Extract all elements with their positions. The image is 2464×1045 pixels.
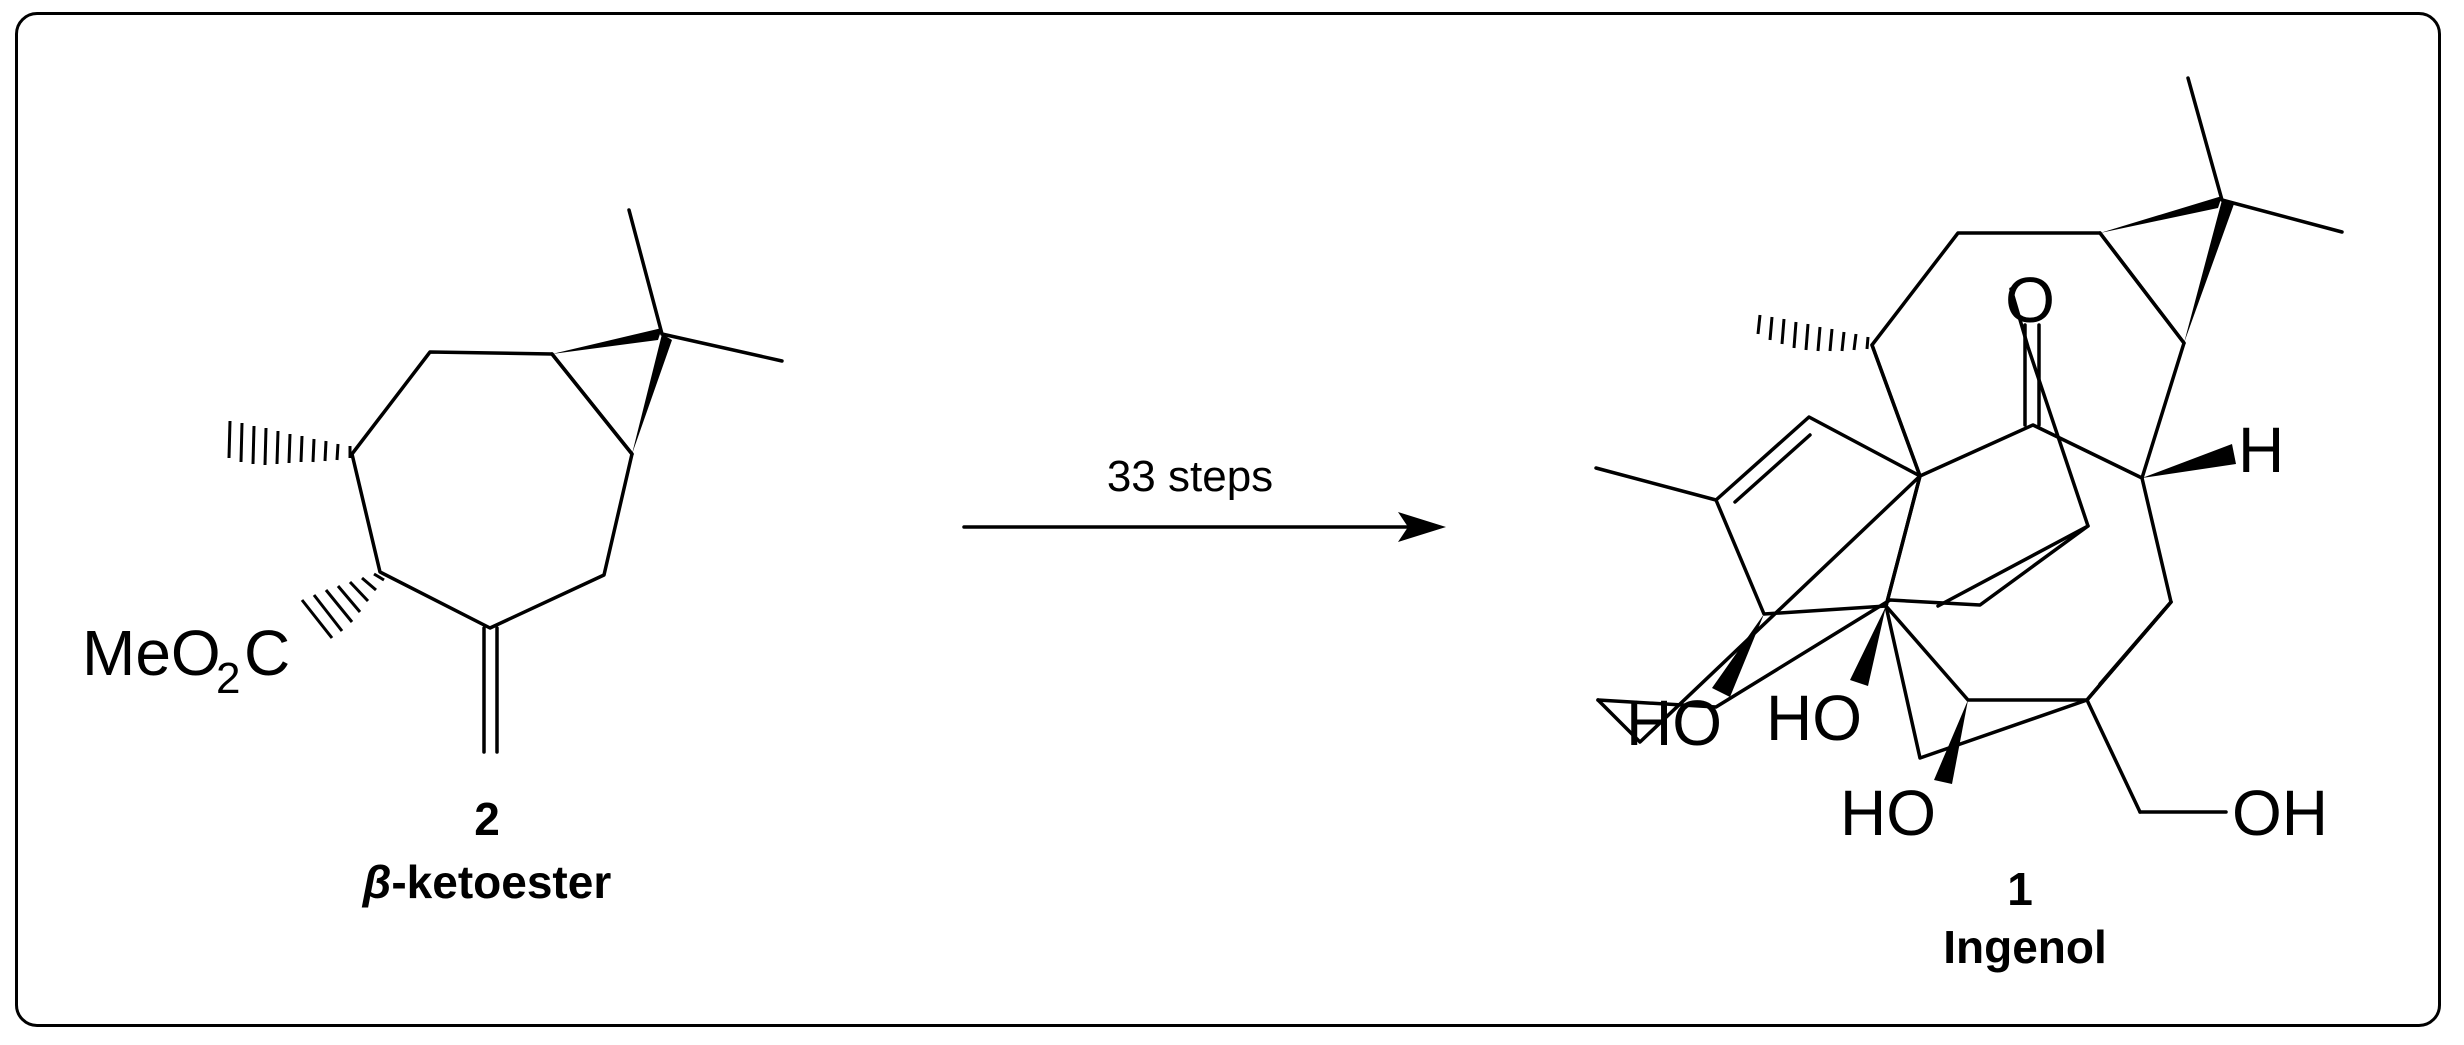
product-oh-left-label: HO — [1626, 687, 1722, 759]
product-wedge-oh-left — [1712, 614, 1764, 697]
reactant-structure: MeO 2 C — [82, 208, 784, 754]
product-ketone-o-label: O — [2005, 264, 2055, 336]
product-vinyl-methyl — [1594, 466, 1718, 502]
product-hydroxymethyl-1 — [2085, 698, 2142, 814]
arrow-label: 33 steps — [1107, 452, 1273, 501]
product-wedge-oh-bottom — [1934, 700, 1968, 784]
reactant-methyl-up — [627, 208, 664, 336]
reactant-name-rest: -ketoester — [391, 856, 611, 908]
product-cycloheptene-double-2 — [2098, 608, 2166, 686]
product-oh-bottom-label: HO — [1840, 777, 1936, 849]
ester-label-subscript: 2 — [216, 654, 240, 703]
product-wedge-oh-mid — [1850, 606, 1886, 686]
reactant-name-symbol: β — [362, 856, 392, 908]
scheme-frame — [15, 12, 2441, 1027]
reactant-methyl-right — [660, 332, 784, 363]
product-methyl-up — [2186, 76, 2224, 202]
product-cyclopentene-double — [1733, 433, 1812, 504]
product-hashed-methyl — [1756, 314, 1870, 352]
product-upper-ring — [1870, 231, 2186, 480]
product-oh-mid-label: HO — [1766, 682, 1862, 754]
product-oh-right-label: OH — [2232, 777, 2328, 849]
reactant-name: β-ketoester — [362, 856, 612, 908]
reactant-hashed-methyl — [227, 420, 352, 466]
product-cyclopentene — [1714, 415, 1922, 616]
reactant-ring — [350, 350, 634, 630]
ester-label-tail: C — [244, 617, 290, 689]
product-cyclopropane-wedge-2 — [2184, 200, 2234, 343]
ester-label-main: MeO — [82, 617, 221, 689]
product-cyclopropane-bond — [2098, 231, 2186, 345]
product-bond-chain-1 — [1596, 287, 2090, 709]
reaction-arrow-head — [1398, 512, 1446, 542]
product-name: Ingenol — [1943, 921, 2107, 973]
reactant-number: 2 — [474, 793, 500, 845]
product-bond-chain-4 — [1884, 423, 2173, 760]
product-bond-chain-2 — [1936, 524, 2090, 608]
reactant-hashed-ester — [300, 572, 385, 639]
product-methyl-right — [2220, 198, 2344, 234]
reactant-cyclopropane-wedge-2 — [632, 334, 672, 454]
reactant-cyclopropane-wedge-1 — [552, 328, 662, 354]
product-wedge-h — [2142, 444, 2236, 478]
product-number: 1 — [2007, 863, 2033, 915]
product-structure: O H HO HO HO OH — [1594, 76, 2344, 849]
product-cyclopropane-wedge-1 — [2100, 196, 2222, 233]
product-h-label: H — [2238, 414, 2284, 486]
reactant-cyclopropane-bond — [550, 352, 634, 456]
